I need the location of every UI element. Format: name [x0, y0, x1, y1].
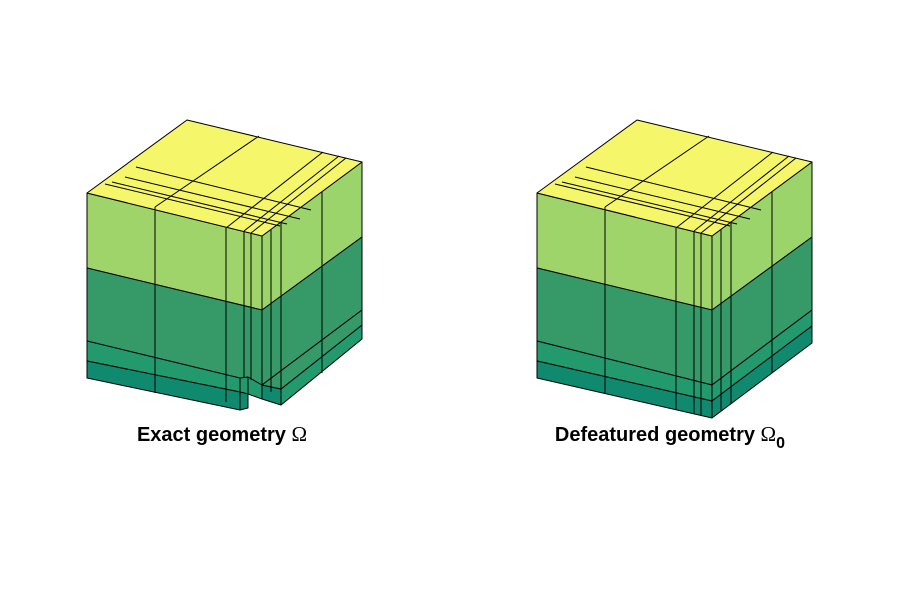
notch-side-wall	[239, 391, 249, 411]
defeatured-geometry-caption-text: Defeatured geometry	[555, 424, 761, 446]
omega-symbol: Ω	[761, 422, 777, 446]
bottom-layer-side	[711, 325, 813, 419]
exact-geometry-caption-text: Exact geometry	[137, 424, 292, 446]
notch-back-wall	[239, 376, 249, 395]
exact-geometry-caption: Exact geometry Ω	[137, 422, 307, 446]
omega-symbol: Ω	[291, 422, 307, 446]
defeatured-geometry-caption: Defeatured geometry Ω0	[555, 422, 785, 452]
defeatured-geometry-cube	[536, 119, 813, 419]
middle-layer-side-lower	[261, 309, 363, 390]
exact-geometry-cube	[86, 119, 363, 411]
omega-subscript: 0	[776, 435, 785, 452]
